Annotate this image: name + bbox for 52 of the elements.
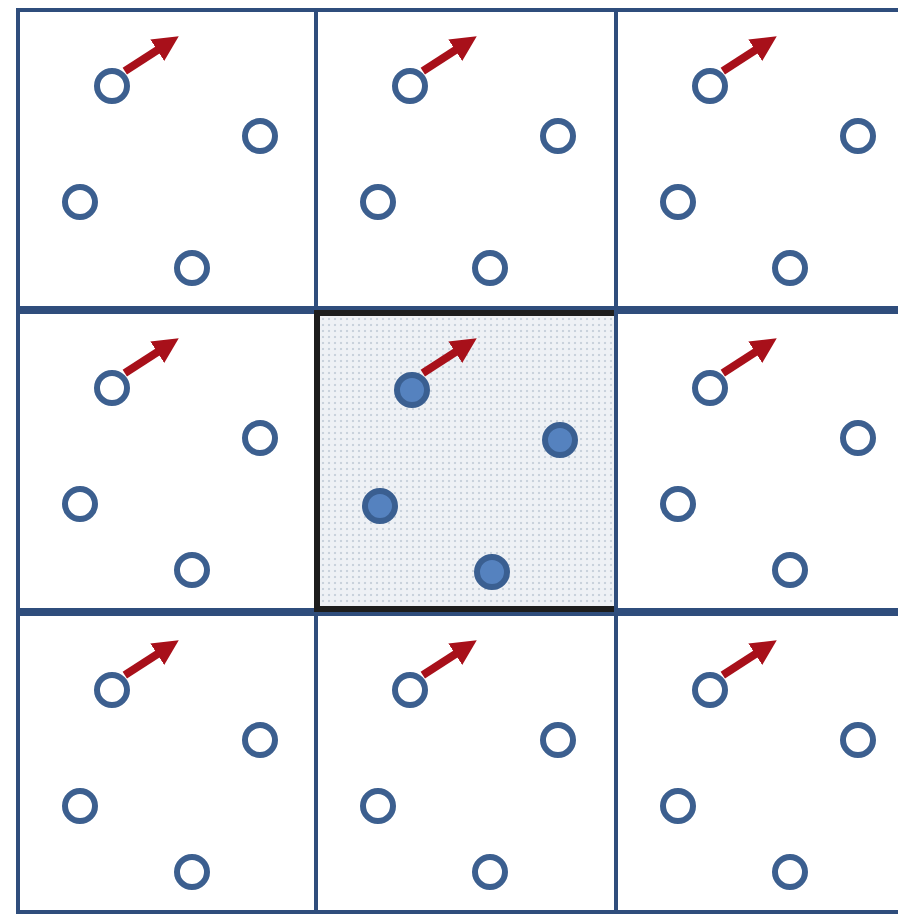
particle: [174, 552, 210, 588]
particle: [660, 788, 696, 824]
particle: [242, 420, 278, 456]
particle: [692, 672, 728, 708]
particle: [542, 422, 578, 458]
arrow: [122, 338, 179, 377]
image-cell: [614, 8, 898, 310]
particle: [474, 554, 510, 590]
particle: [392, 68, 428, 104]
particle: [772, 854, 808, 890]
arrow: [720, 36, 777, 75]
particle: [472, 250, 508, 286]
particle: [772, 552, 808, 588]
particle: [660, 486, 696, 522]
arrow: [420, 338, 477, 377]
particle: [242, 722, 278, 758]
particle: [242, 118, 278, 154]
particle: [692, 370, 728, 406]
image-cell: [314, 612, 614, 914]
particle: [360, 184, 396, 220]
arrow: [122, 36, 179, 75]
particle: [660, 184, 696, 220]
particle: [772, 250, 808, 286]
particle: [540, 118, 576, 154]
particle: [174, 854, 210, 890]
image-cell: [614, 612, 898, 914]
particle: [94, 672, 130, 708]
particle: [840, 420, 876, 456]
particle: [362, 488, 398, 524]
particle: [840, 722, 876, 758]
particle: [62, 788, 98, 824]
image-cell: [16, 612, 314, 914]
particle: [392, 672, 428, 708]
image-cell: [16, 8, 314, 310]
arrow: [122, 640, 179, 679]
image-cell: [614, 310, 898, 612]
arrow: [420, 36, 477, 75]
arrow: [420, 640, 477, 679]
arrow: [720, 640, 777, 679]
particle: [472, 854, 508, 890]
central-cell: [314, 310, 614, 612]
particle: [94, 370, 130, 406]
particle: [692, 68, 728, 104]
particle: [62, 486, 98, 522]
particle: [540, 722, 576, 758]
particle: [360, 788, 396, 824]
arrow: [720, 338, 777, 377]
particle: [394, 372, 430, 408]
particle: [840, 118, 876, 154]
particle: [174, 250, 210, 286]
particle: [94, 68, 130, 104]
particle: [62, 184, 98, 220]
